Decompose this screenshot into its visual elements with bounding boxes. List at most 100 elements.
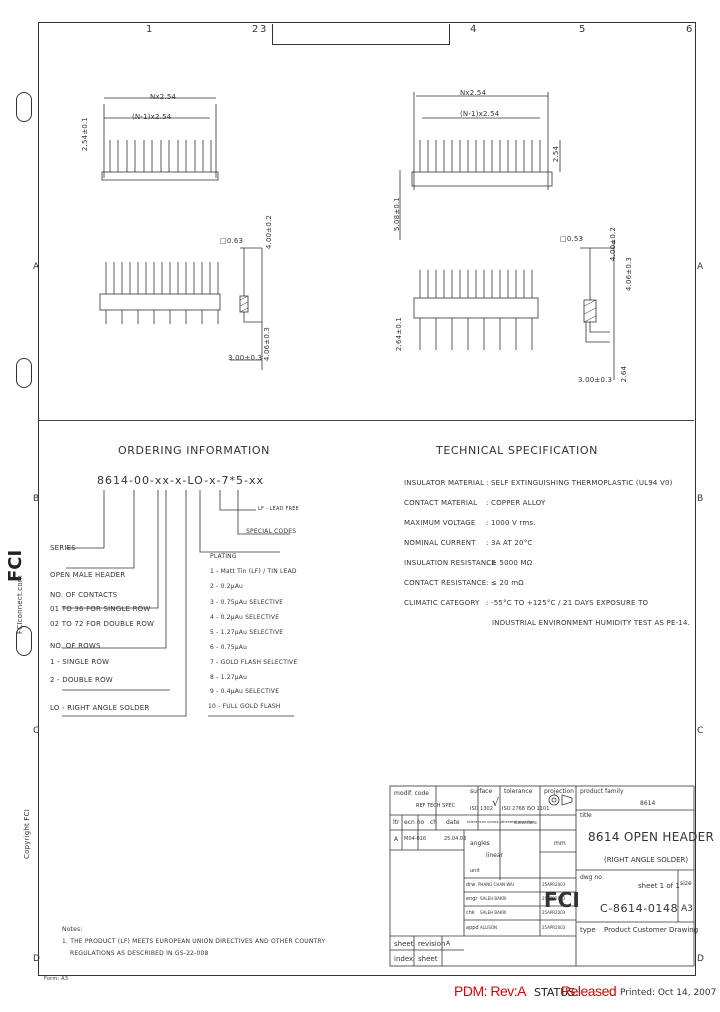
- dim-406-vertical: 4.06±0.3: [263, 326, 272, 362]
- dim-300-right: 3.00±0.3: [578, 376, 613, 384]
- spec-row: NOMINAL CURRENT : 3A AT 20°C: [404, 539, 694, 559]
- tb-index: index: [394, 955, 414, 963]
- spec-value: : SELF EXTINGUISHING THERMOPLASTIC (UL94…: [486, 479, 673, 487]
- spec-row: CONTACT RESISTANCE : ≤ 20 mΩ: [404, 579, 694, 599]
- series-label: SERIES: [50, 544, 76, 552]
- spec-label: CONTACT RESISTANCE: [404, 579, 487, 587]
- col-4: 4: [470, 24, 477, 35]
- tb-title-sub: (RIGHT ANGLE SOLDER): [604, 856, 689, 864]
- spec-label: CLIMATIC CATEGORY: [404, 599, 480, 607]
- dim-264-vertical: 2.64±0.1: [395, 316, 404, 352]
- tb-family-value: 8614: [640, 800, 656, 807]
- spec-label: CONTACT MATERIAL: [404, 499, 478, 507]
- drawing-frame: [38, 22, 696, 976]
- tb-type-value: Product Customer Drawing: [604, 926, 699, 934]
- open-male-label: OPEN MALE HEADER: [50, 571, 126, 579]
- tb-chk: chk: [466, 910, 475, 916]
- plating-4: 4 - 0.2μAu SELECTIVE: [210, 614, 280, 621]
- tb-hdr-dimensions: dimensions: [514, 820, 537, 825]
- tb-rev-a: A: [446, 940, 451, 947]
- tb-iso: ISO 1302: [470, 806, 493, 812]
- tb-hdr-ch: ch: [430, 819, 438, 826]
- dim-508-vertical: 5.08±0.1: [393, 196, 402, 232]
- spec-row: INSULATION RESISTANCE : ≥ 5000 MΩ: [404, 559, 694, 579]
- tb-appd-date: 25APR2003: [542, 925, 566, 930]
- spec-value: : 1000 V rms.: [486, 519, 536, 527]
- dim-pin-053: □0.53: [560, 235, 584, 243]
- plating-title: PLATING: [210, 553, 237, 560]
- tb-product-family: product family: [580, 788, 624, 795]
- spec-label: INSULATION RESISTANCE: [404, 559, 496, 567]
- spec-row: MAXIMUM VOLTAGE : 1000 V rms.: [404, 519, 694, 539]
- tb-unit: unit: [470, 868, 480, 874]
- row-double: 2 - DOUBLE ROW: [50, 676, 113, 684]
- tb-modif-code: modif. code: [394, 790, 429, 797]
- tb-ref-tech-spec: REF TECH SPEC: [416, 803, 455, 809]
- tb-title-label: title: [580, 812, 592, 819]
- ordering-code: 8614-00-xx-x-LO-x-7*5-xx: [97, 474, 265, 487]
- spec-value: : COPPER ALLOY: [486, 499, 546, 507]
- spec-value: : ≤ 20 mΩ: [486, 579, 524, 587]
- binder-hole-1: [16, 92, 32, 122]
- tb-chk-date: 25APR2003: [542, 910, 566, 915]
- col-5: 5: [579, 24, 586, 35]
- spec-climatic-line2: INDUSTRIAL ENVIRONMENT HUMIDITY TEST AS …: [492, 619, 691, 627]
- tb-tolerance: tolerance: [504, 788, 533, 795]
- fci-logo-titleblock: FCI: [544, 888, 580, 912]
- row-a-left: A: [33, 262, 40, 272]
- dim-nx254-right: Nx2.54: [460, 89, 487, 97]
- spec-row: INSULATOR MATERIAL : SELF EXTINGUISHING …: [404, 479, 694, 499]
- dim-406-right: 4.06±0.3: [625, 256, 634, 292]
- tb-size-label: size: [680, 880, 692, 887]
- dim-pin-063: □0.63: [220, 237, 244, 245]
- dim-400-right: 4.00±0.2: [609, 226, 618, 262]
- notes-line2: REGULATIONS AS DESCRIBED IN GS-22-008: [70, 950, 209, 957]
- row-d-right: D: [697, 954, 704, 964]
- tb-size-value: A3: [681, 904, 693, 914]
- spec-label: MAXIMUM VOLTAGE: [404, 519, 476, 527]
- contacts-single: 01 TO 36 FOR SINGLE ROW: [50, 605, 151, 613]
- plating-10: 10 - FULL GOLD FLASH: [208, 703, 281, 710]
- dim-n1x254-right: (N-1)x2.54: [460, 110, 500, 118]
- tb-dwg-value: C-8614-0148: [600, 902, 679, 915]
- spec-list: INSULATOR MATERIAL : SELF EXTINGUISHING …: [404, 479, 694, 639]
- col-3: 3: [260, 24, 267, 35]
- dim-264-right: 2.64: [620, 365, 629, 383]
- tb-hdr-tolerances: tolerances unless otherwise specified: [467, 820, 535, 824]
- spec-row: CONTACT MATERIAL : COPPER ALLOY: [404, 499, 694, 519]
- tb-mm: mm: [554, 840, 566, 847]
- row-c-left: C: [33, 726, 40, 736]
- notes-line1: 1. THE PRODUCT (LF) MEETS EUROPEAN UNION…: [62, 938, 326, 945]
- rows-label: NO. OF ROWS: [50, 642, 101, 650]
- spec-label: NOMINAL CURRENT: [404, 539, 476, 547]
- dim-254-right: 2.54: [552, 145, 561, 163]
- dim-n1x254-left: (N-1)x2.54: [132, 113, 172, 121]
- contacts-label: NO. OF CONTACTS: [50, 591, 118, 599]
- tb-drw-name: PHANG CHAN WAI: [478, 882, 514, 887]
- tb-sheet-label: sheet 1 of 1: [638, 882, 680, 890]
- row-b-right: B: [697, 494, 704, 504]
- row-b-left: B: [33, 494, 40, 504]
- contacts-double: 02 TO 72 FOR DOUBLE ROW: [50, 620, 155, 628]
- section-separator: [38, 420, 694, 421]
- ordering-title: ORDERING INFORMATION: [118, 444, 270, 457]
- spec-row: INDUSTRIAL ENVIRONMENT HUMIDITY TEST AS …: [404, 619, 694, 639]
- dim-254-vertical: 2.54±0.1: [81, 116, 90, 152]
- tb-appd-name: ALLISON: [480, 925, 498, 930]
- spec-value: : ≥ 5000 MΩ: [486, 559, 533, 567]
- dim-300: 3.00±0.3: [228, 354, 263, 362]
- plating-3: 3 - 0.75μAu SELECTIVE: [210, 599, 284, 606]
- tb-engr-name: SALEH BAKRI: [480, 896, 507, 901]
- binder-hole-2: [16, 358, 32, 388]
- binder-hole-3: [16, 626, 32, 656]
- tb-chk-name: SALEH BAKRI: [480, 910, 507, 915]
- form-label: Form: A3: [44, 976, 69, 982]
- row-a-right: A: [697, 262, 704, 272]
- tb-rev-date: 25.04.03: [444, 836, 467, 842]
- tb-surface: surface: [470, 788, 493, 795]
- col-1: 1: [146, 24, 153, 35]
- lead-free-label: LF - LEAD FREE: [258, 506, 299, 512]
- row-c-right: C: [697, 726, 704, 736]
- spec-value: : -55°C TO +125°C / 21 DAYS EXPOSURE TO: [486, 599, 649, 607]
